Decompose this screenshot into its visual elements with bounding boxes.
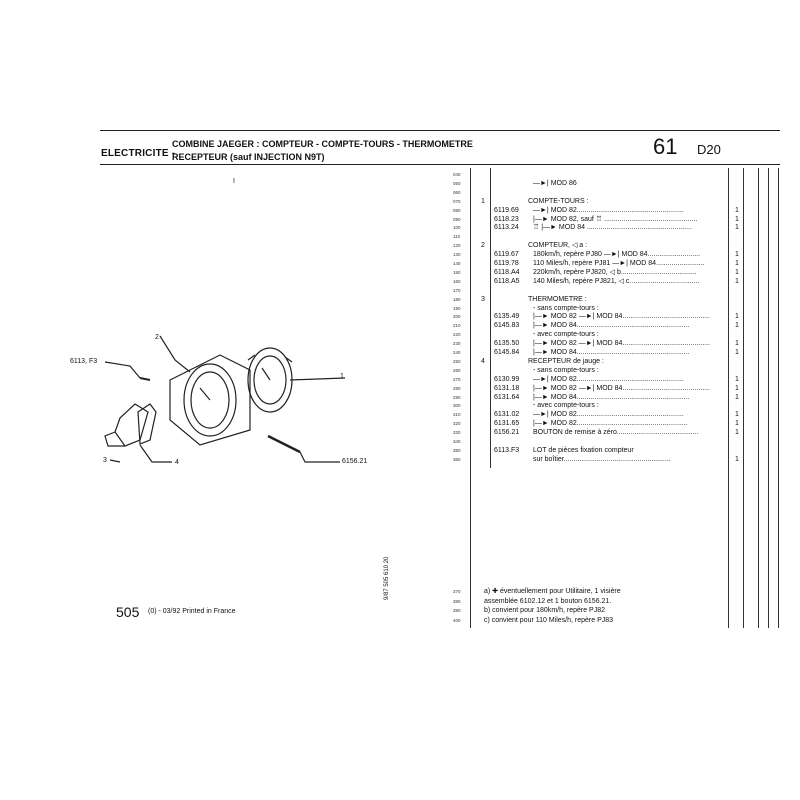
callout-6156-21: 6156.21: [342, 458, 368, 465]
thermometer-unit: [114, 403, 149, 447]
top-mark: I: [233, 178, 235, 185]
page-title-line1: COMBINE JAEGER : COMPTEUR - COMPTE-TOURS…: [172, 139, 473, 149]
gauge-receiver-unit: [137, 403, 157, 445]
model-code: D20: [697, 142, 721, 157]
callout-4: 4: [175, 459, 179, 466]
header-bottom-rule: [100, 164, 780, 165]
speedometer-dial: [183, 363, 237, 437]
group-number: 61: [653, 134, 678, 159]
callout-6113-f3: 6113, F3: [70, 358, 98, 365]
callout-3: 3: [103, 457, 107, 464]
footer-page-number: 505: [116, 604, 140, 620]
section-title: ELECTRICITE -: [101, 148, 176, 159]
page-title-line2: RECEPTEUR (sauf INJECTION N9T): [172, 152, 325, 162]
footer-print-info: (0) - 03/92 Printed in France: [148, 608, 236, 615]
vertical-ref-code: 9/87 505 610 20: [384, 556, 390, 600]
header-top-rule: [100, 130, 780, 131]
instrument-housing: [169, 354, 251, 446]
reset-button-pin: [267, 434, 301, 454]
callout-2: 2: [155, 334, 159, 341]
callout-1: 1: [340, 373, 344, 380]
